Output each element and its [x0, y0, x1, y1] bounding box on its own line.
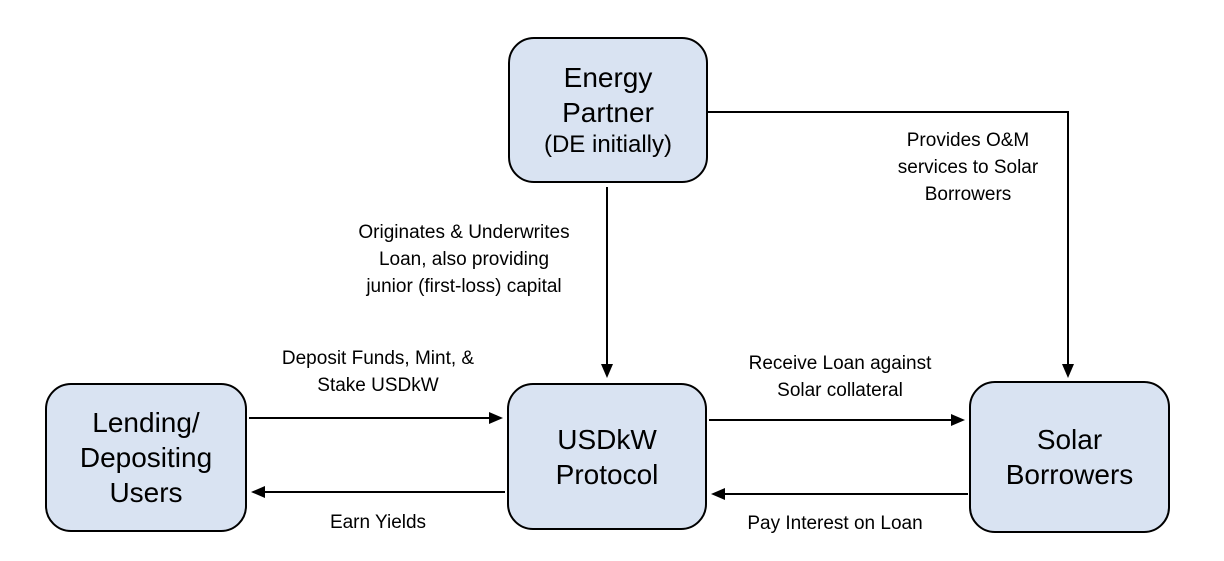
edge-label-receive-loan: Receive Loan against Solar collateral — [705, 350, 975, 404]
node-title-line: Borrowers — [1005, 459, 1134, 490]
node-energy-partner: Energy Partner (DE initially) — [508, 37, 708, 183]
node-usdkw-protocol: USDkW Protocol — [507, 383, 707, 530]
label-line: Stake USDkW — [317, 375, 439, 396]
node-title-line: Energy — [563, 62, 653, 93]
edge-label-pay-interest: Pay Interest on Loan — [735, 510, 935, 537]
node-title-line: Users — [109, 477, 183, 508]
node-title-line: Protocol — [555, 458, 659, 490]
label-line: Deposit Funds, Mint, & — [281, 348, 475, 369]
node-title-line: USDkW — [557, 423, 657, 455]
node-lending-depositing-users: Lending/ Depositing Users — [45, 383, 247, 532]
label-line: junior (first-loss) capital — [366, 276, 562, 297]
label-line: Receive Loan against — [748, 353, 932, 374]
label-line: Provides O&M — [906, 130, 1030, 151]
label-line: Pay Interest on Loan — [747, 513, 923, 534]
label-line: Earn Yields — [329, 512, 427, 533]
label-line: Solar collateral — [777, 380, 903, 401]
edge-label-provides-om: Provides O&M services to Solar Borrowers — [858, 127, 1078, 208]
label-line: Originates & Underwrites — [358, 222, 570, 243]
edge-label-deposit-stake: Deposit Funds, Mint, & Stake USDkW — [243, 345, 513, 399]
arrow-provides-om — [708, 111, 1074, 378]
label-line: services to Solar — [897, 157, 1039, 178]
edge-label-earn-yields: Earn Yields — [298, 509, 458, 536]
node-title-line: Depositing — [79, 442, 213, 473]
edge-label-originates-underwrites: Originates & Underwrites Loan, also prov… — [329, 219, 599, 300]
node-subtitle-line: (DE initially) — [543, 131, 672, 158]
label-line: Loan, also providing — [378, 249, 550, 270]
node-title-line: Lending/ — [92, 407, 200, 438]
node-solar-borrowers: Solar Borrowers — [969, 381, 1170, 533]
node-title-line: Partner — [562, 97, 654, 128]
node-title-line: Solar — [1036, 424, 1103, 455]
label-line: Borrowers — [924, 184, 1012, 205]
